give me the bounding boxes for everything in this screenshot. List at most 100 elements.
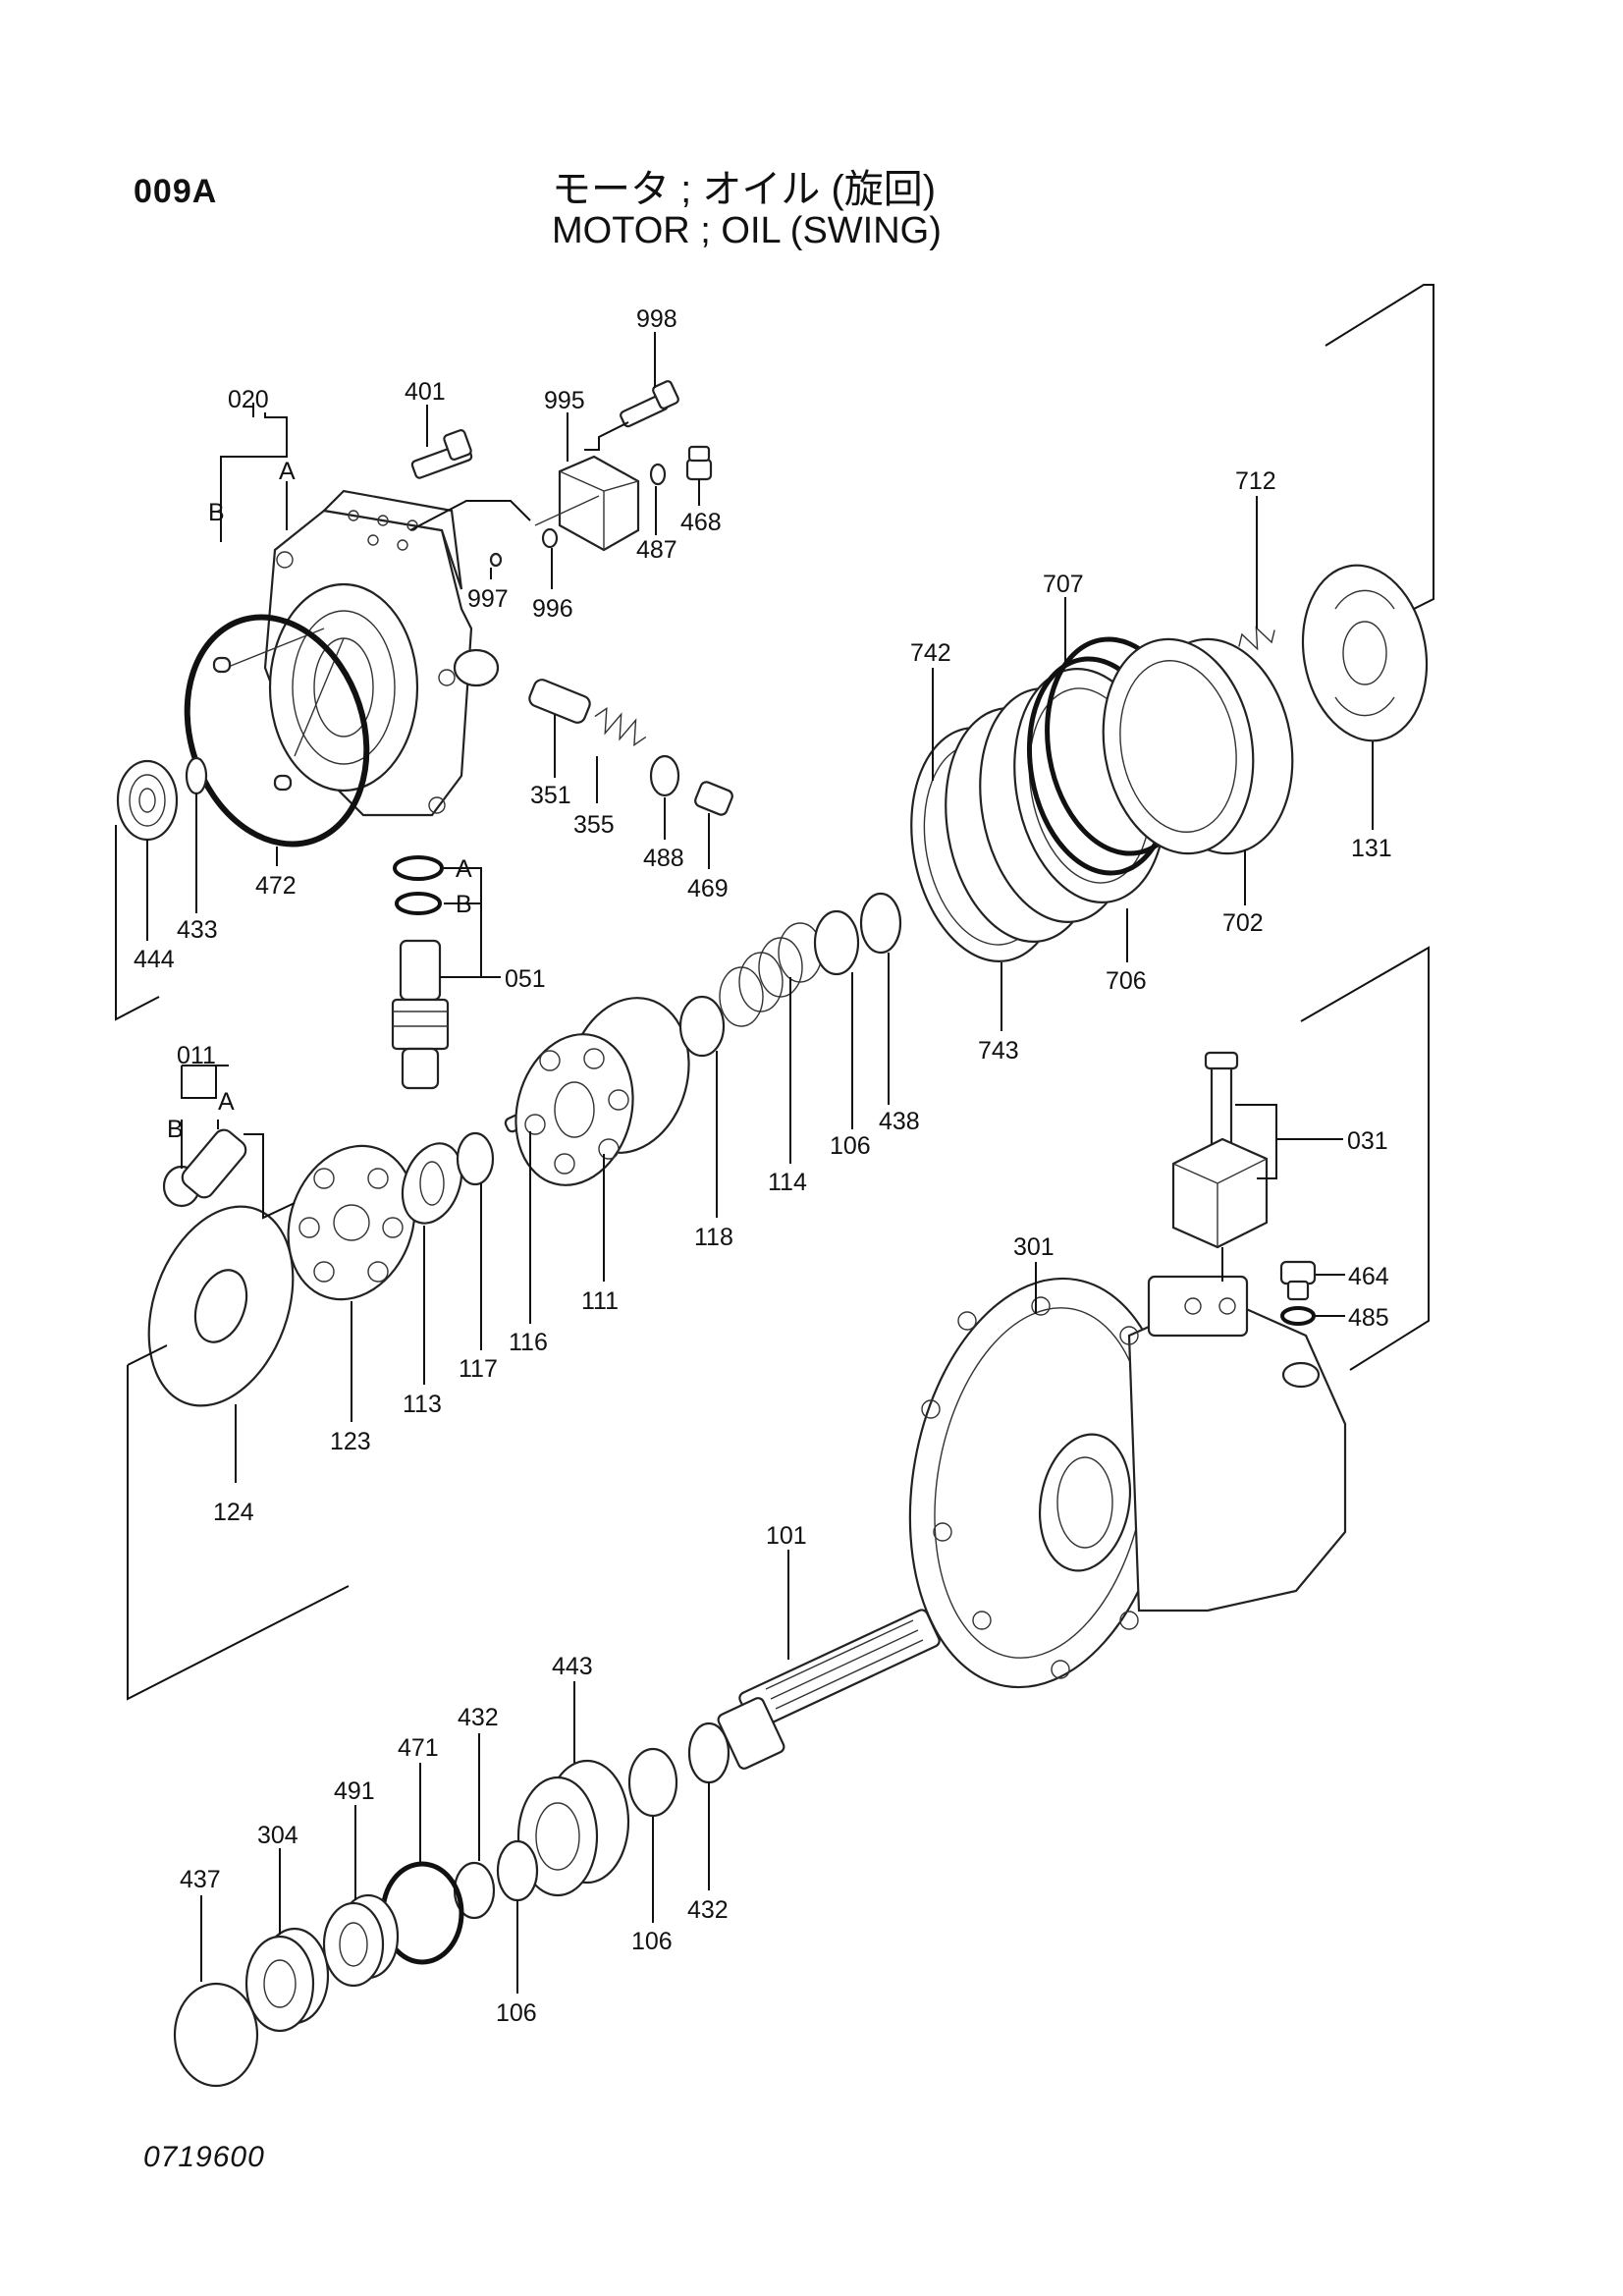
label-111: 111	[581, 1287, 619, 1315]
label-997: 997	[467, 585, 509, 613]
label-301: 301	[1013, 1233, 1055, 1261]
label-996: 996	[532, 595, 573, 623]
label-101: 101	[766, 1522, 807, 1550]
drive-shaft-101	[717, 1609, 941, 1770]
label-491: 491	[334, 1777, 375, 1805]
label-438: 438	[879, 1108, 920, 1135]
spacer-118	[678, 995, 726, 1058]
label-116: 116	[509, 1329, 548, 1356]
o-ring-488	[649, 754, 680, 797]
o-ring-051-a	[393, 855, 444, 881]
label-351: 351	[530, 782, 571, 809]
o-ring-485	[1280, 1306, 1316, 1326]
snap-ring-433	[185, 756, 208, 795]
label-433: 433	[177, 916, 218, 944]
label-117: 117	[459, 1355, 498, 1383]
label-020-a: A	[279, 458, 296, 485]
label-702: 702	[1222, 909, 1264, 937]
casing-301	[908, 1275, 1347, 1689]
label-706: 706	[1106, 967, 1147, 995]
label-444: 444	[134, 946, 175, 973]
label-743: 743	[978, 1037, 1019, 1065]
washer-106-upper	[813, 909, 860, 976]
roller-bearing-443	[516, 1759, 630, 1897]
label-051: 051	[505, 965, 546, 993]
label-995: 995	[544, 387, 585, 414]
valve-block-995	[534, 455, 640, 552]
label-707: 707	[1043, 571, 1084, 598]
plunger-351	[528, 679, 591, 724]
label-432-upper-left: 432	[458, 1704, 499, 1731]
label-051-a: A	[456, 855, 472, 883]
o-ring-051-b	[395, 892, 442, 915]
washer-106-right	[627, 1747, 678, 1818]
bolt-998	[620, 380, 679, 428]
label-469: 469	[687, 875, 729, 902]
snap-ring-438	[859, 892, 902, 955]
o-ring-996	[541, 527, 559, 549]
retainer-plate-123	[287, 1144, 416, 1301]
bolt-401	[410, 429, 473, 479]
page-code: 009A	[134, 173, 218, 210]
plug-464	[1279, 1260, 1317, 1301]
label-124: 124	[213, 1499, 254, 1526]
label-106-upper: 106	[830, 1132, 871, 1160]
label-113: 113	[403, 1391, 442, 1418]
label-487: 487	[636, 536, 677, 564]
plug-468	[685, 445, 713, 481]
plug-469	[694, 781, 733, 816]
label-488: 488	[643, 845, 684, 872]
label-118: 118	[694, 1224, 733, 1251]
snap-ring-432-upper	[687, 1722, 730, 1784]
label-011-a: A	[218, 1088, 235, 1116]
spring-712	[1238, 626, 1275, 651]
o-ring-997	[489, 552, 503, 568]
spherical-bushing-113	[401, 1142, 463, 1225]
spring-355	[594, 706, 647, 746]
drawing-number: 0719600	[143, 2141, 265, 2173]
valve-block-031	[1171, 1051, 1269, 1249]
bearing-304	[244, 1927, 330, 2033]
label-123: 123	[330, 1428, 371, 1455]
snap-ring-437	[173, 1982, 259, 2088]
label-011-b: B	[167, 1116, 184, 1143]
brake-piston-702	[1102, 637, 1294, 855]
washer-117	[456, 1131, 495, 1186]
cylinder-block-111	[514, 997, 690, 1186]
bearing-444	[116, 759, 179, 842]
valve-cover-020	[212, 489, 500, 817]
label-401: 401	[405, 378, 446, 406]
o-ring-487	[649, 463, 667, 486]
label-437: 437	[180, 1866, 221, 1893]
leader-lines	[115, 284, 1434, 1994]
label-114: 114	[768, 1169, 807, 1196]
label-106-left: 106	[496, 1999, 537, 2027]
label-471: 471	[398, 1734, 439, 1762]
label-998: 998	[636, 305, 677, 333]
label-742: 742	[910, 639, 951, 667]
relief-valve-051	[391, 939, 450, 1090]
label-051-b: B	[456, 891, 472, 918]
label-131: 131	[1351, 835, 1392, 862]
washer-106-left	[496, 1839, 539, 1902]
page-title-japanese: モータ ; オイル (旋回)	[552, 168, 937, 211]
label-011: 011	[177, 1042, 216, 1069]
part-number-labels: 998 401 020 995 A B 468 487 997 996 712 …	[134, 305, 1392, 2027]
plate-stack-742-743	[910, 668, 1166, 962]
label-712: 712	[1235, 467, 1276, 495]
label-031: 031	[1347, 1127, 1388, 1155]
label-020-b: B	[208, 499, 225, 526]
label-472: 472	[255, 872, 297, 900]
thrust-plate-124	[147, 1205, 295, 1407]
label-485: 485	[1348, 1304, 1389, 1332]
spring-114	[719, 922, 823, 1027]
label-355: 355	[573, 811, 615, 839]
seal-491	[322, 1893, 400, 1988]
label-443: 443	[552, 1653, 593, 1680]
page-title: MOTOR ; OIL (SWING)	[552, 210, 942, 251]
valve-plate-131	[1301, 564, 1429, 742]
label-464: 464	[1348, 1263, 1389, 1290]
label-106-right: 106	[631, 1928, 673, 1955]
